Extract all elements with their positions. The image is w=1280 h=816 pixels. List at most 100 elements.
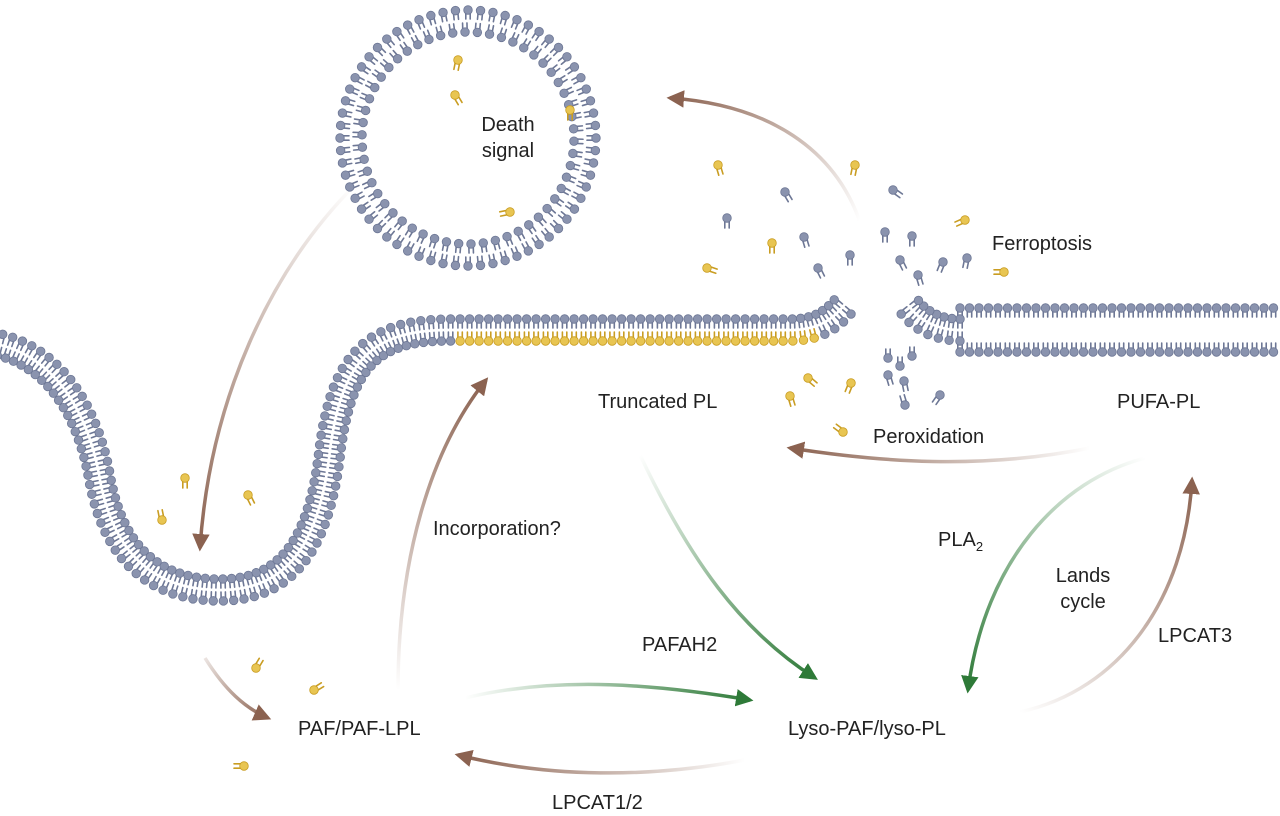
phospholipid: [493, 314, 503, 329]
phospholipid: [84, 479, 100, 490]
arrow-lpcat12: [454, 749, 746, 775]
phospholipid: [0, 329, 8, 345]
lyso-label: Lyso-PAF/lyso-PL: [788, 718, 946, 740]
phospholipid: [933, 328, 944, 343]
phospholipid: [416, 229, 428, 244]
phospholipid: [178, 586, 188, 602]
phospholipid: [888, 185, 904, 199]
phospholipid: [364, 52, 379, 66]
phospholipid: [318, 509, 334, 520]
phospholipid: [148, 575, 161, 591]
phospholipid: [352, 130, 367, 140]
phospholipid: [936, 257, 948, 273]
phospholipid: [466, 239, 476, 254]
phospholipid: [345, 84, 360, 96]
arrow-membrane-to-paf: [203, 657, 272, 721]
phospholipid: [913, 319, 926, 334]
phospholipid: [1078, 303, 1089, 318]
phospholipid: [243, 490, 256, 506]
phospholipid: [450, 255, 461, 271]
phospholipid: [103, 484, 118, 495]
phospholipid: [85, 418, 101, 430]
phospholipid: [37, 371, 51, 385]
phospholipid: [384, 208, 398, 222]
phospholipid: [565, 160, 581, 171]
phospholipid: [880, 227, 890, 243]
phospholipid: [588, 314, 598, 329]
phospholipid: [557, 52, 572, 66]
phospholipid: [165, 565, 177, 580]
phospholipid: [296, 552, 311, 566]
phospholipid: [521, 241, 534, 256]
phospholipid: [95, 446, 110, 457]
phospholipid: [740, 314, 750, 329]
truncated-pl-label: Truncated PL: [598, 391, 718, 413]
phospholipid: [835, 312, 849, 327]
phospholipid: [110, 542, 125, 555]
phospholipid: [713, 160, 724, 177]
phospholipid: [331, 443, 347, 453]
phospholipid: [318, 420, 333, 431]
phospholipid: [265, 560, 279, 575]
phospholipid: [63, 408, 78, 421]
phospholipid: [1183, 303, 1193, 318]
phospholipid: [692, 314, 703, 329]
phospholipid: [316, 430, 332, 440]
phospholipid: [372, 42, 387, 57]
phospholipid: [0, 348, 12, 363]
phospholipid: [335, 145, 351, 156]
phospholipid: [99, 466, 115, 476]
phospholipid: [311, 527, 327, 539]
phospholipid: [1192, 342, 1203, 357]
phospholipid: [43, 378, 57, 392]
phospholipid: [483, 314, 494, 329]
phospholipid: [521, 20, 534, 35]
phospholipid: [1069, 303, 1079, 318]
phospholipid: [607, 331, 617, 346]
phospholipid: [73, 434, 89, 445]
phospholipid: [251, 568, 263, 583]
phospholipid: [899, 393, 910, 410]
phospholipid: [907, 231, 917, 247]
phospholipid: [97, 456, 113, 467]
phospholipid: [114, 518, 130, 530]
phospholipid: [785, 391, 796, 408]
phospholipid: [463, 256, 473, 271]
phospholipid: [233, 761, 249, 771]
phospholipid: [1268, 303, 1279, 318]
phospholipid: [1059, 303, 1070, 318]
phospholipid: [510, 246, 522, 261]
phospholipid: [813, 263, 826, 279]
phospholipid: [392, 26, 405, 42]
phospholipid: [283, 567, 297, 582]
phospholipid: [302, 544, 317, 557]
phospholipid: [337, 108, 353, 118]
phospholipid: [808, 328, 819, 343]
phospholipid: [576, 180, 591, 192]
phospholipid: [272, 555, 286, 569]
phospholipid: [445, 314, 456, 329]
lpcat3-label: LPCAT3: [1158, 625, 1233, 647]
phospholipid: [445, 331, 456, 346]
phospholipid: [521, 314, 532, 329]
phospholipid: [508, 32, 520, 47]
phospholipid: [512, 314, 522, 329]
ferroptosis-label: Ferroptosis: [992, 233, 1093, 255]
phospholipid: [896, 305, 911, 319]
phospholipid: [149, 557, 162, 572]
phospholipid: [484, 24, 495, 39]
phospholipid: [383, 341, 396, 357]
phospholipid: [483, 331, 494, 346]
phospholipid: [450, 90, 463, 106]
arrow-vesicle-to-membrane: [192, 183, 357, 552]
arrow-incorporation: [396, 377, 489, 691]
phospholipid: [974, 303, 984, 318]
phospholipid: [964, 303, 975, 318]
phospholipid: [158, 580, 170, 595]
phospholipid: [519, 38, 532, 53]
phospholipid: [394, 216, 407, 231]
phospholipid: [358, 338, 372, 353]
phospholipid: [1107, 303, 1117, 318]
phospholipid: [962, 253, 972, 270]
phospholipid: [533, 212, 547, 227]
